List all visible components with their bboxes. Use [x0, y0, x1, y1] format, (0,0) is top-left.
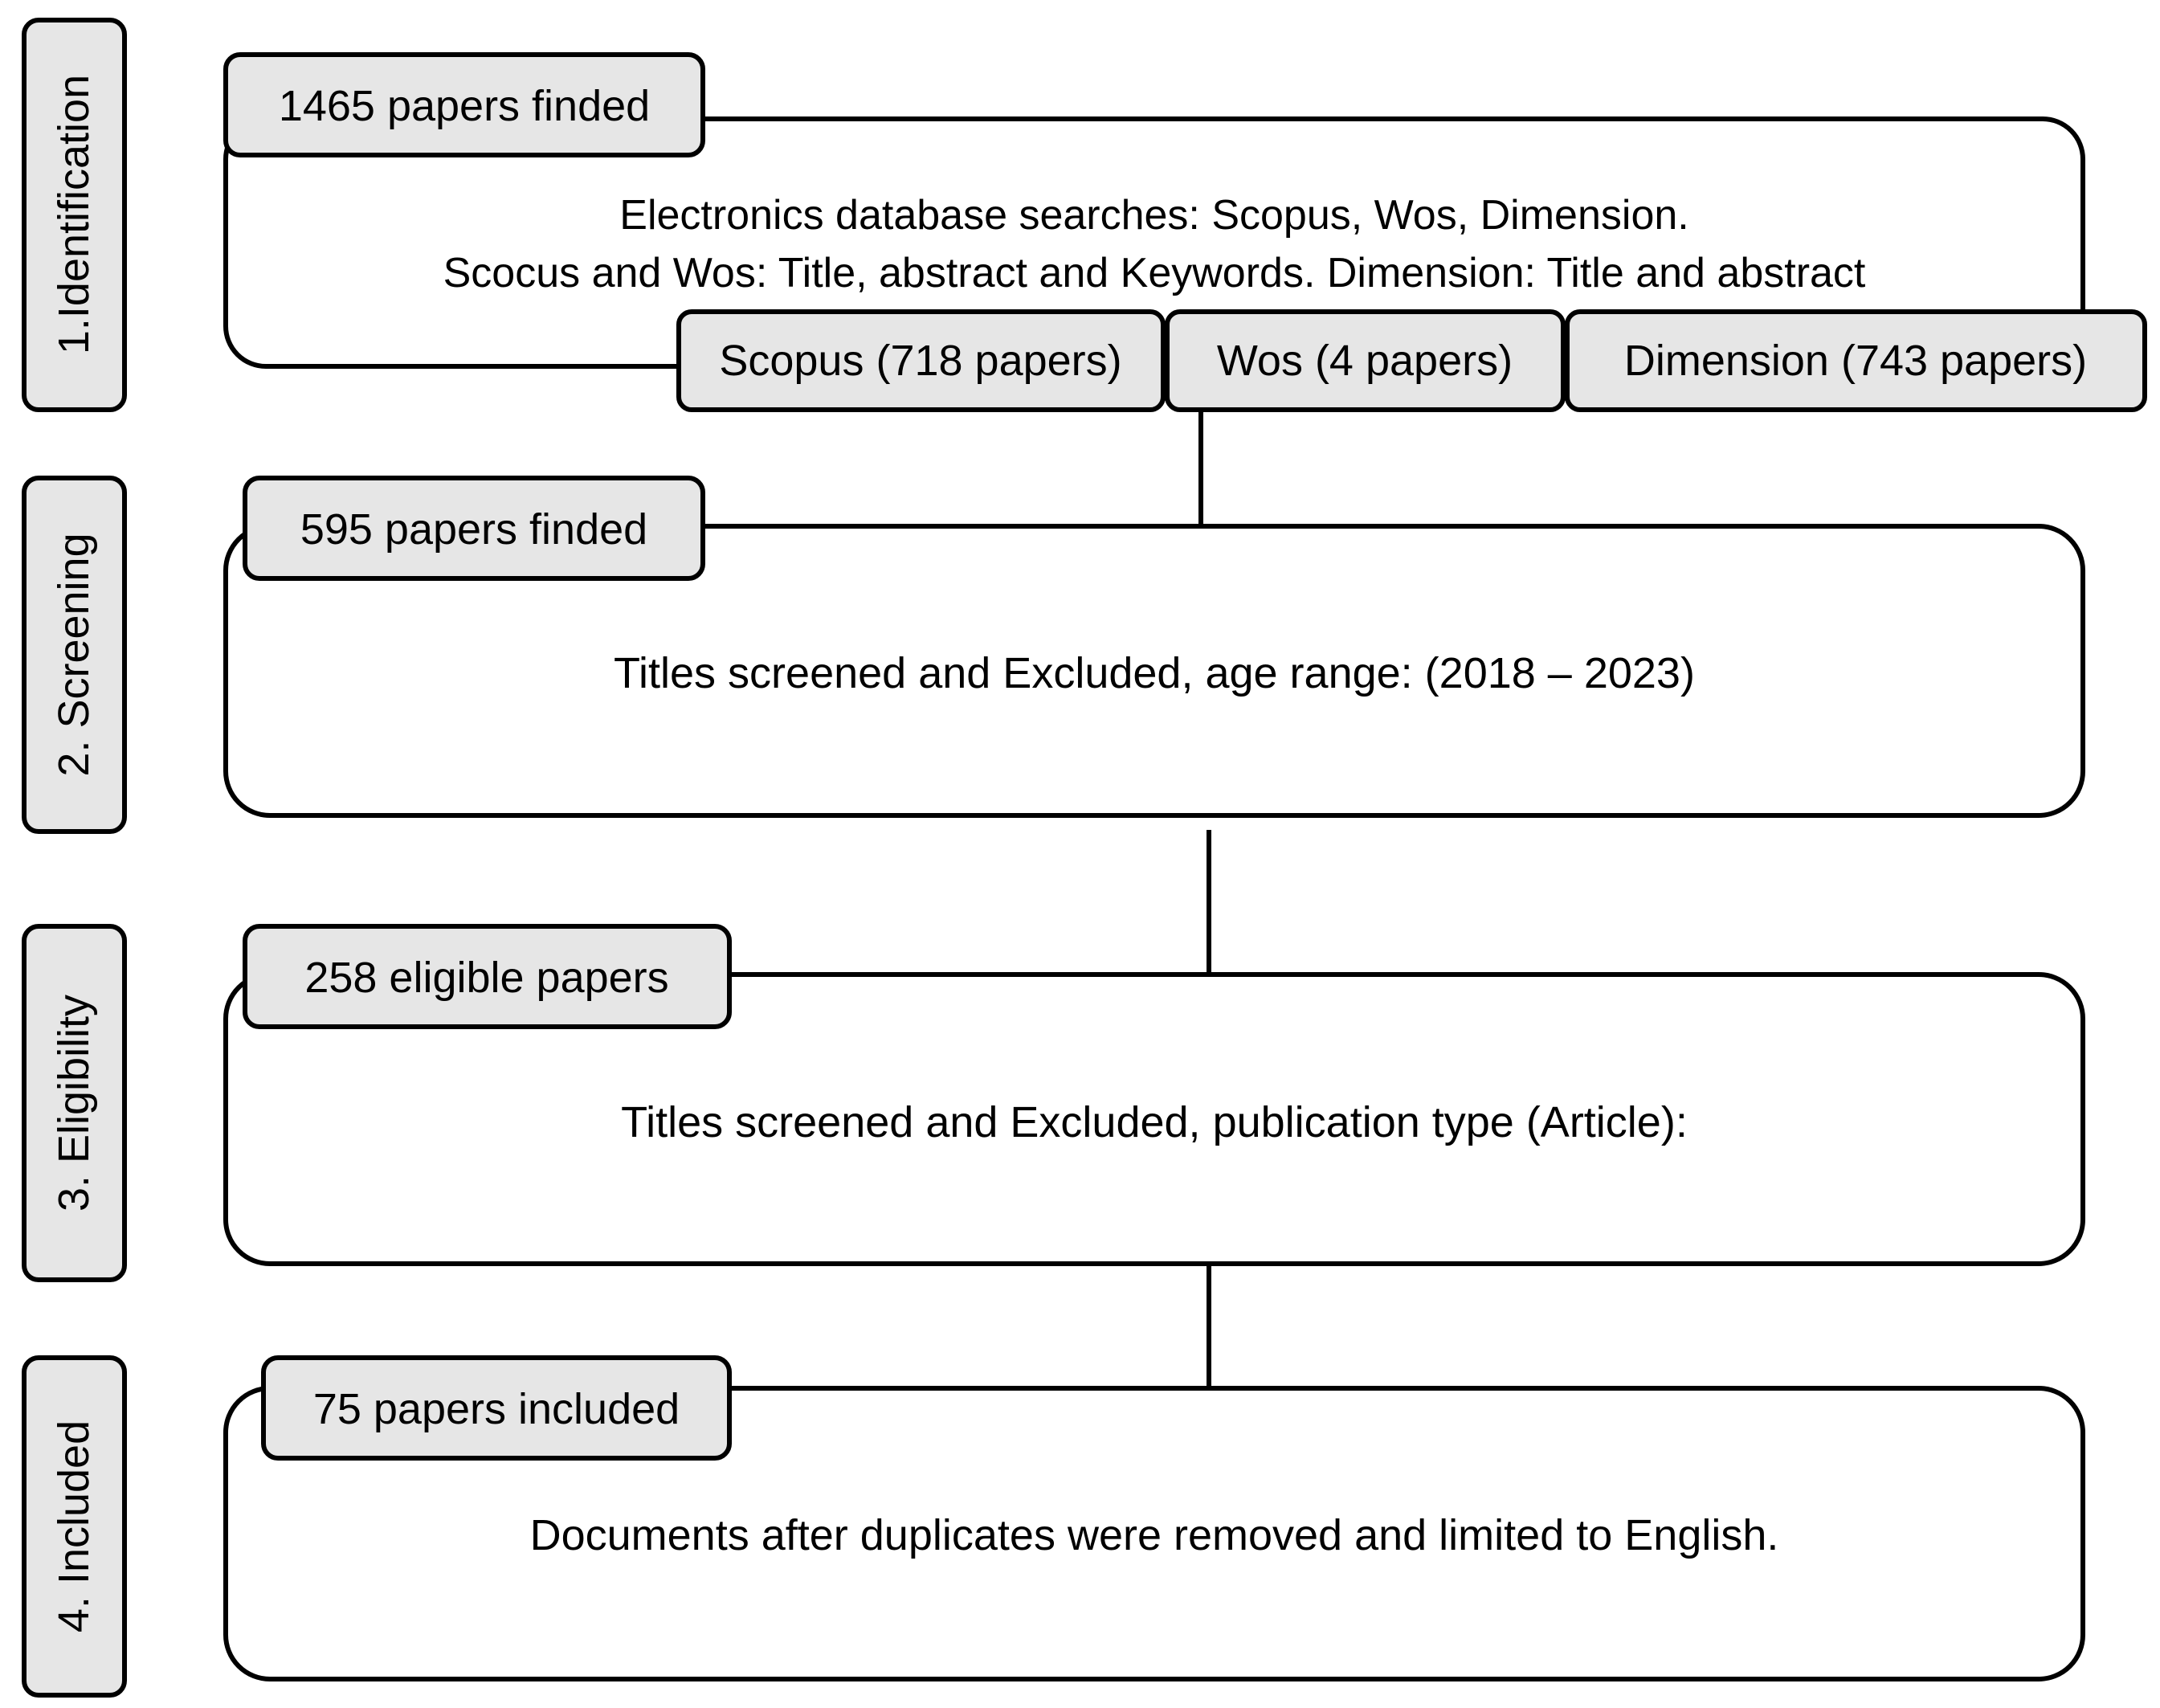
stage-label-included: 4. Included: [22, 1355, 127, 1698]
source-tab-text: Dimension (743 papers): [1624, 337, 2087, 385]
stage-label-screening: 2. Screening: [22, 476, 127, 834]
stage-description-line: Titles screened and Excluded, age range:…: [614, 649, 1695, 697]
source-tab-dimension: Dimension (743 papers): [1565, 309, 2147, 412]
stage-label-text: 2. Screening: [50, 533, 98, 776]
stage-box-eligibility: Titles screened and Excluded, publicatio…: [223, 972, 2085, 1266]
stage-description-line: Electronics database searches: Scopus, W…: [619, 192, 1688, 239]
stage-box-screening: Titles screened and Excluded, age range:…: [223, 524, 2085, 818]
count-tab-text: 595 papers finded: [300, 505, 647, 554]
source-tab-wos: Wos (4 papers): [1165, 309, 1566, 412]
stage-description-line: Scocus and Wos: Title, abstract and Keyw…: [443, 250, 1866, 296]
count-tab-identification: 1465 papers finded: [223, 52, 705, 157]
count-tab-text: 258 eligible papers: [304, 954, 668, 1002]
stage-label-eligibility: 3. Eligibility: [22, 924, 127, 1282]
count-tab-text: 1465 papers finded: [279, 82, 650, 130]
count-tab-screening: 595 papers finded: [243, 476, 705, 581]
stage-description-line: Documents after duplicates were removed …: [530, 1511, 1779, 1559]
stage-label-text: 3. Eligibility: [50, 995, 98, 1212]
stage-description-line: Titles screened and Excluded, publicatio…: [621, 1098, 1688, 1146]
count-tab-included: 75 papers included: [261, 1355, 732, 1461]
source-tab-text: Scopus (718 papers): [719, 337, 1121, 385]
count-tab-text: 75 papers included: [313, 1385, 680, 1433]
stage-label-identification: 1.Identification: [22, 18, 127, 412]
stage-box-identification: Electronics database searches: Scopus, W…: [223, 116, 2085, 369]
count-tab-eligibility: 258 eligible papers: [243, 924, 732, 1029]
source-tab-scopus: Scopus (718 papers): [676, 309, 1166, 412]
stage-label-text: 4. Included: [50, 1420, 98, 1632]
stage-label-text: 1.Identification: [50, 75, 98, 354]
stage-box-included: Documents after duplicates were removed …: [223, 1386, 2085, 1681]
source-tab-text: Wos (4 papers): [1217, 337, 1513, 385]
